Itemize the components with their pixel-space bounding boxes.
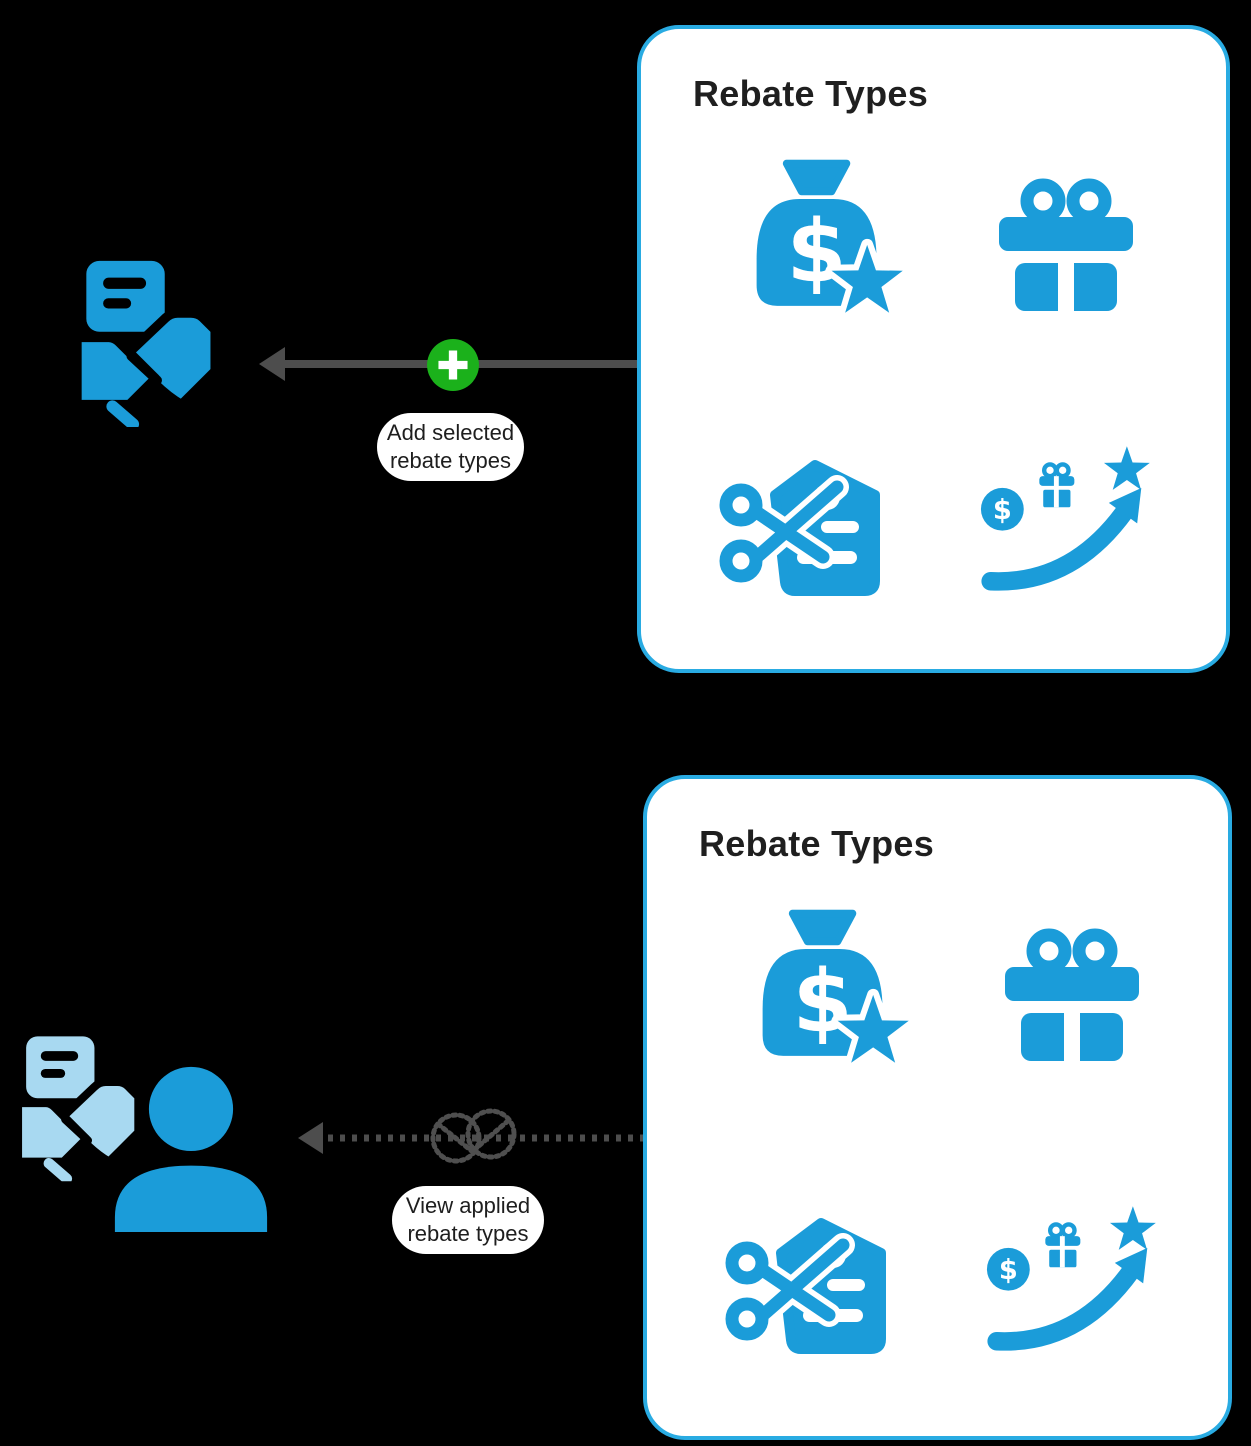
knot-icon (423, 1098, 525, 1176)
add-arrow-label: Add selected rebate types (377, 413, 524, 481)
panel-title: Rebate Types (699, 823, 935, 864)
discount-tag-icon (711, 459, 881, 599)
money-bag-star-icon (742, 909, 920, 1079)
agreement-handshake-icon (77, 258, 217, 428)
gift-icon (997, 921, 1147, 1071)
view-arrow (293, 1116, 645, 1160)
money-bag-star-icon (736, 159, 914, 329)
discount-tag-icon (717, 1217, 887, 1357)
rewards-growth-icon (979, 444, 1159, 592)
plus-icon (426, 338, 480, 392)
view-arrow-label: View applied rebate types (392, 1186, 544, 1254)
partner-user-icon (110, 1062, 272, 1232)
gift-icon (991, 171, 1141, 321)
rewards-growth-icon (985, 1204, 1165, 1352)
rebate-types-panel-top: Rebate Types (637, 25, 1230, 673)
rebate-types-panel-bottom: Rebate Types (643, 775, 1232, 1440)
panel-title: Rebate Types (693, 73, 929, 114)
